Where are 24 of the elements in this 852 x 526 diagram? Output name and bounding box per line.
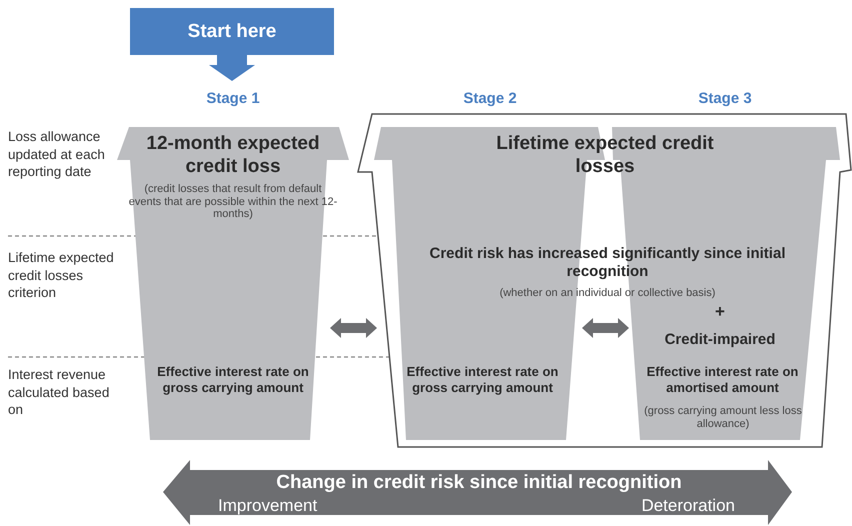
arrow — [330, 318, 377, 338]
row-label: Lifetime expected credit losses criterion — [8, 249, 115, 302]
column-heading: Lifetime expected credit losses — [495, 133, 715, 179]
stage-heading: Stage 3 — [697, 90, 753, 108]
row-label: Loss allowance updated at each reporting date — [8, 128, 106, 181]
arrow — [209, 55, 255, 81]
criterion-text: Credit-impaired — [664, 331, 776, 349]
plus-sign: + — [714, 302, 726, 322]
note-text: (credit losses that result from default events that are possible within the next 12-months) — [128, 183, 338, 221]
row-text: Effective interest rate on gross carrying amount — [156, 364, 310, 396]
note-text: (gross carrying amount less loss allowance) — [643, 405, 803, 430]
criterion-text: Credit risk has increased significantly since initial recognition — [428, 245, 786, 281]
arrow-title: Change in credit risk since initial recognition — [275, 472, 683, 494]
arrow — [582, 318, 629, 338]
row-text: Effective interest rate on amortised amount — [646, 364, 800, 396]
row-label: Interest revenue calculated based on — [8, 366, 110, 419]
row-text: Effective interest rate on gross carrying amount — [406, 364, 560, 396]
column-heading: 12-month expected credit loss — [145, 133, 321, 179]
stage-heading: Stage 1 — [205, 90, 261, 108]
start-box: Start here — [130, 8, 334, 55]
note-text: (whether on an individual or collective basis) — [498, 287, 716, 300]
direction-label: Improvement — [218, 495, 318, 517]
stage-heading: Stage 2 — [462, 90, 518, 108]
direction-label: Deteroration — [641, 495, 735, 517]
